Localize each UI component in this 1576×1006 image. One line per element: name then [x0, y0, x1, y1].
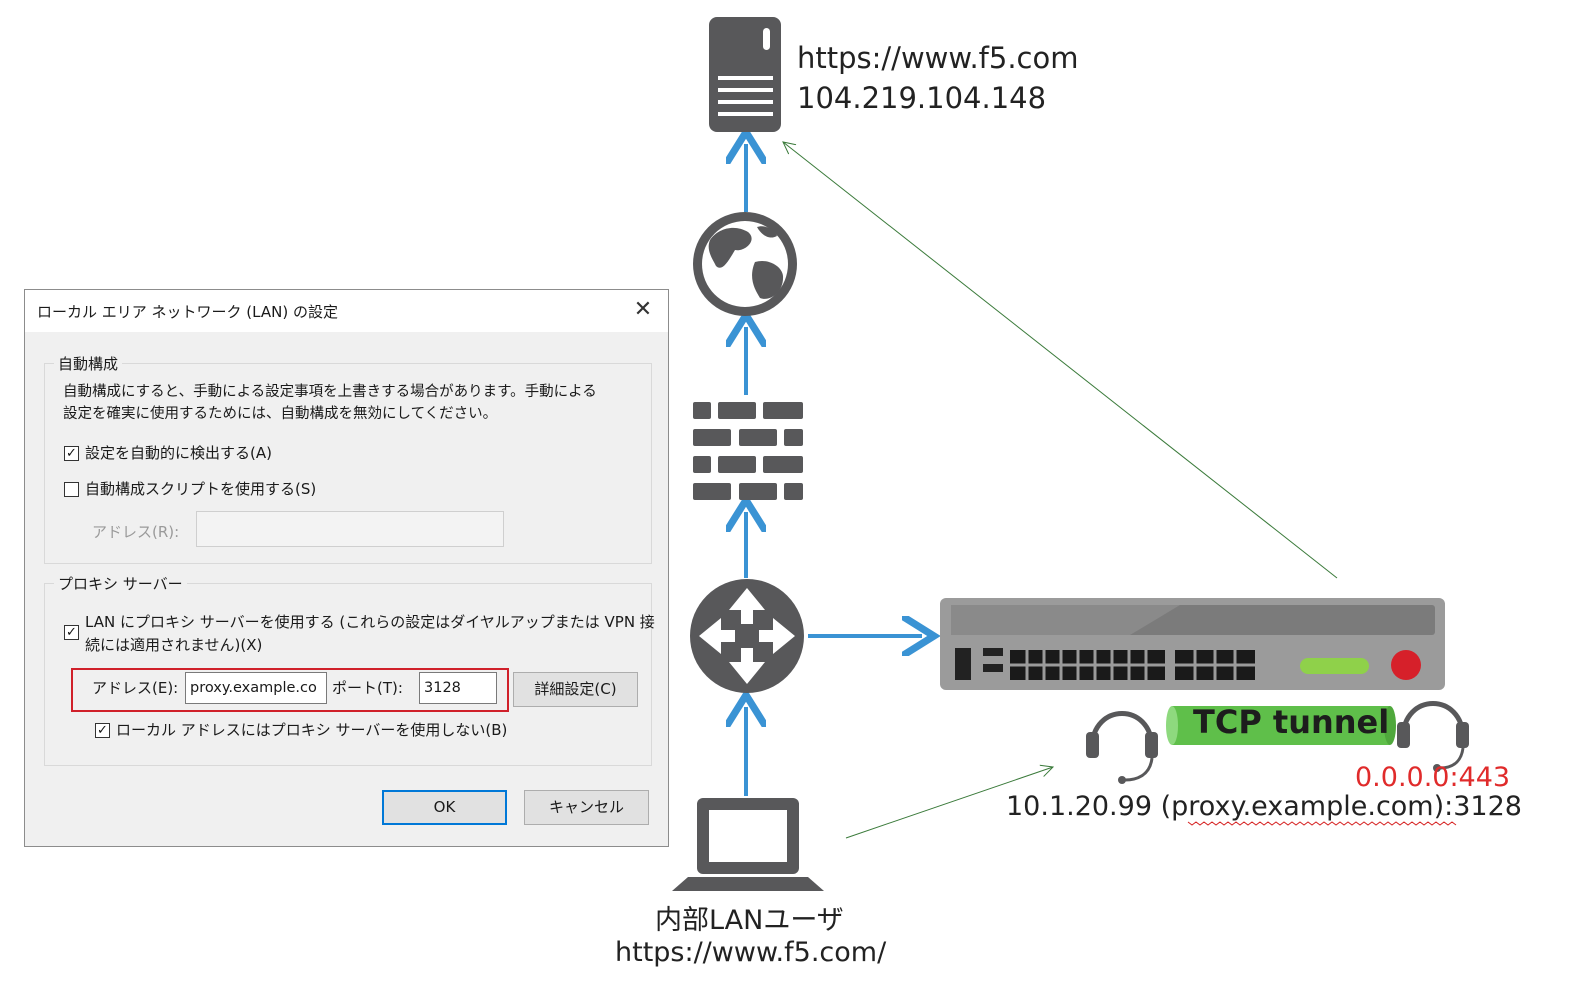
tcp-tunnel	[1166, 706, 1396, 745]
bypass-local-label: ローカル アドレスにはプロキシ サーバーを使用しない(B)	[116, 721, 508, 739]
bypass-local-checkbox[interactable]: ✓	[95, 723, 110, 738]
tunnel-label: TCP tunnel	[1193, 703, 1390, 741]
spellcheck-underline	[1187, 821, 1457, 826]
script-address-input[interactable]	[196, 511, 504, 547]
internal-user-url: https://www.f5.com/	[615, 937, 887, 968]
firewall-icon	[693, 402, 803, 500]
auto-script-label: 自動構成スクリプトを使用する(S)	[85, 480, 317, 498]
auto-detect-checkbox[interactable]: ✓	[64, 446, 79, 461]
use-proxy-label-line2: 続には適用されません)(X)	[85, 636, 263, 654]
use-proxy-label-line1: LAN にプロキシ サーバーを使用する (これらの設定はダイヤルアップまたは V…	[85, 613, 655, 631]
auto-config-group	[44, 363, 652, 564]
server-url: https://www.f5.com	[797, 41, 1079, 75]
proxy-address-input[interactable]: proxy.example.co	[185, 672, 327, 704]
proxy-port-input[interactable]: 3128	[419, 672, 497, 704]
ok-button[interactable]: OK	[382, 790, 507, 825]
proxy-port-label: ポート(T):	[332, 679, 403, 697]
close-button[interactable]: ✕	[628, 295, 658, 325]
auto-config-description-line1: 自動構成にすると、手動による設定事項を上書きする場合があります。手動による	[63, 384, 597, 400]
advanced-settings-button[interactable]: 詳細設定(C)	[513, 672, 638, 707]
flow-arrows	[746, 144, 922, 796]
server-icon	[709, 17, 781, 132]
proxy-address-label: アドレス(E):	[92, 679, 179, 697]
router-icon	[690, 579, 804, 693]
proxy-address-highlight	[71, 668, 509, 712]
globe-icon	[693, 212, 797, 316]
proxy-address: 10.1.20.99 (proxy.example.com):3128	[1006, 791, 1522, 822]
headset-icon-right	[1397, 701, 1469, 772]
listener-address: 0.0.0.0:443	[1355, 762, 1511, 793]
auto-script-checkbox[interactable]	[64, 482, 79, 497]
thin-arrow-laptop-to-proxy	[845, 767, 1053, 839]
auto-detect-label: 設定を自動的に検出する(A)	[85, 444, 272, 462]
auto-config-legend: 自動構成	[54, 353, 123, 374]
script-address-label: アドレス(R):	[92, 523, 180, 541]
close-icon: ✕	[633, 297, 653, 322]
cancel-button[interactable]: キャンセル	[524, 790, 649, 825]
lan-settings-dialog: ローカル エリア ネットワーク (LAN) の設定 ✕ 自動構成 自動構成にする…	[24, 289, 669, 847]
dialog-title: ローカル エリア ネットワーク (LAN) の設定	[37, 303, 338, 321]
proxy-hostname: proxy.example.com	[1171, 791, 1434, 822]
use-proxy-checkbox[interactable]: ✓	[64, 625, 79, 640]
server-ip: 104.219.104.148	[797, 81, 1047, 115]
f5-appliance-icon	[940, 598, 1445, 690]
internal-user-label: 内部LANユーザ	[655, 905, 844, 936]
proxy-group	[44, 583, 652, 766]
auto-config-description-line2: 設定を確実に使用するためには、自動構成を無効にしてください。	[63, 406, 498, 422]
dialog-titlebar: ローカル エリア ネットワーク (LAN) の設定 ✕	[25, 290, 668, 332]
proxy-legend: プロキシ サーバー	[54, 573, 187, 594]
headset-icon-left	[1086, 711, 1158, 784]
laptop-icon	[672, 798, 824, 891]
thin-arrow-appliance-to-server	[783, 142, 1338, 579]
